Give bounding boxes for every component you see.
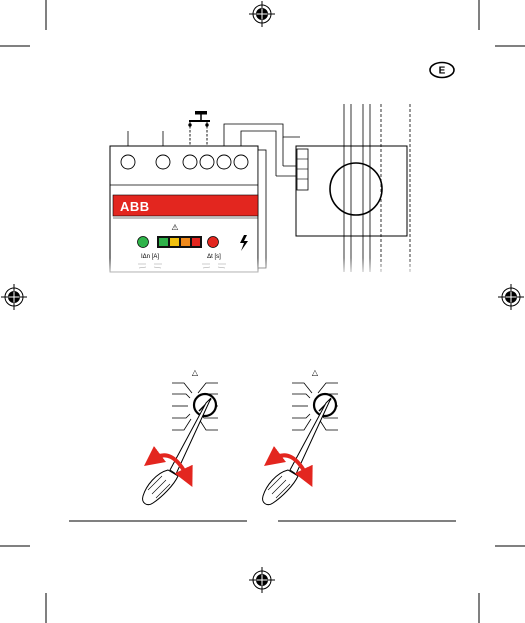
registration-mark-icon (1, 284, 27, 310)
green-led (138, 237, 149, 248)
led-orange-segment (181, 238, 190, 246)
screwdriver-icon (143, 398, 211, 505)
registration-mark-icon (249, 567, 275, 593)
language-badge: E (430, 63, 454, 78)
rcd-relay-device: ABB ⚠ IΔn [A] Δt [s] (105, 146, 275, 278)
toroidal-transformer (296, 146, 407, 236)
led-green-segment (159, 238, 168, 246)
delay-setting-label: Δt [s] (207, 254, 221, 260)
warning-symbol-icon: ⚠ (171, 223, 178, 232)
leakage-setting-label: IΔn [A] (141, 254, 159, 260)
warning-symbol-icon: △ (312, 368, 319, 377)
brand-logo: ABB (120, 199, 150, 214)
screwdriver-icon (263, 398, 331, 505)
dial-adjust-illustration-right: △ (263, 368, 338, 505)
led-yellow-segment (170, 238, 179, 246)
dial-adjust-illustration-left: △ (143, 368, 218, 505)
wiring-diagram: ABB ⚠ IΔn [A] Δt [s] (105, 104, 420, 278)
red-led (208, 237, 219, 248)
registration-mark-icon (249, 1, 275, 27)
registration-mark-icon (498, 284, 524, 310)
warning-symbol-icon: △ (192, 368, 199, 377)
language-badge-text: E (439, 66, 446, 77)
transformer-terminals (297, 149, 308, 190)
led-red-segment (192, 238, 200, 246)
